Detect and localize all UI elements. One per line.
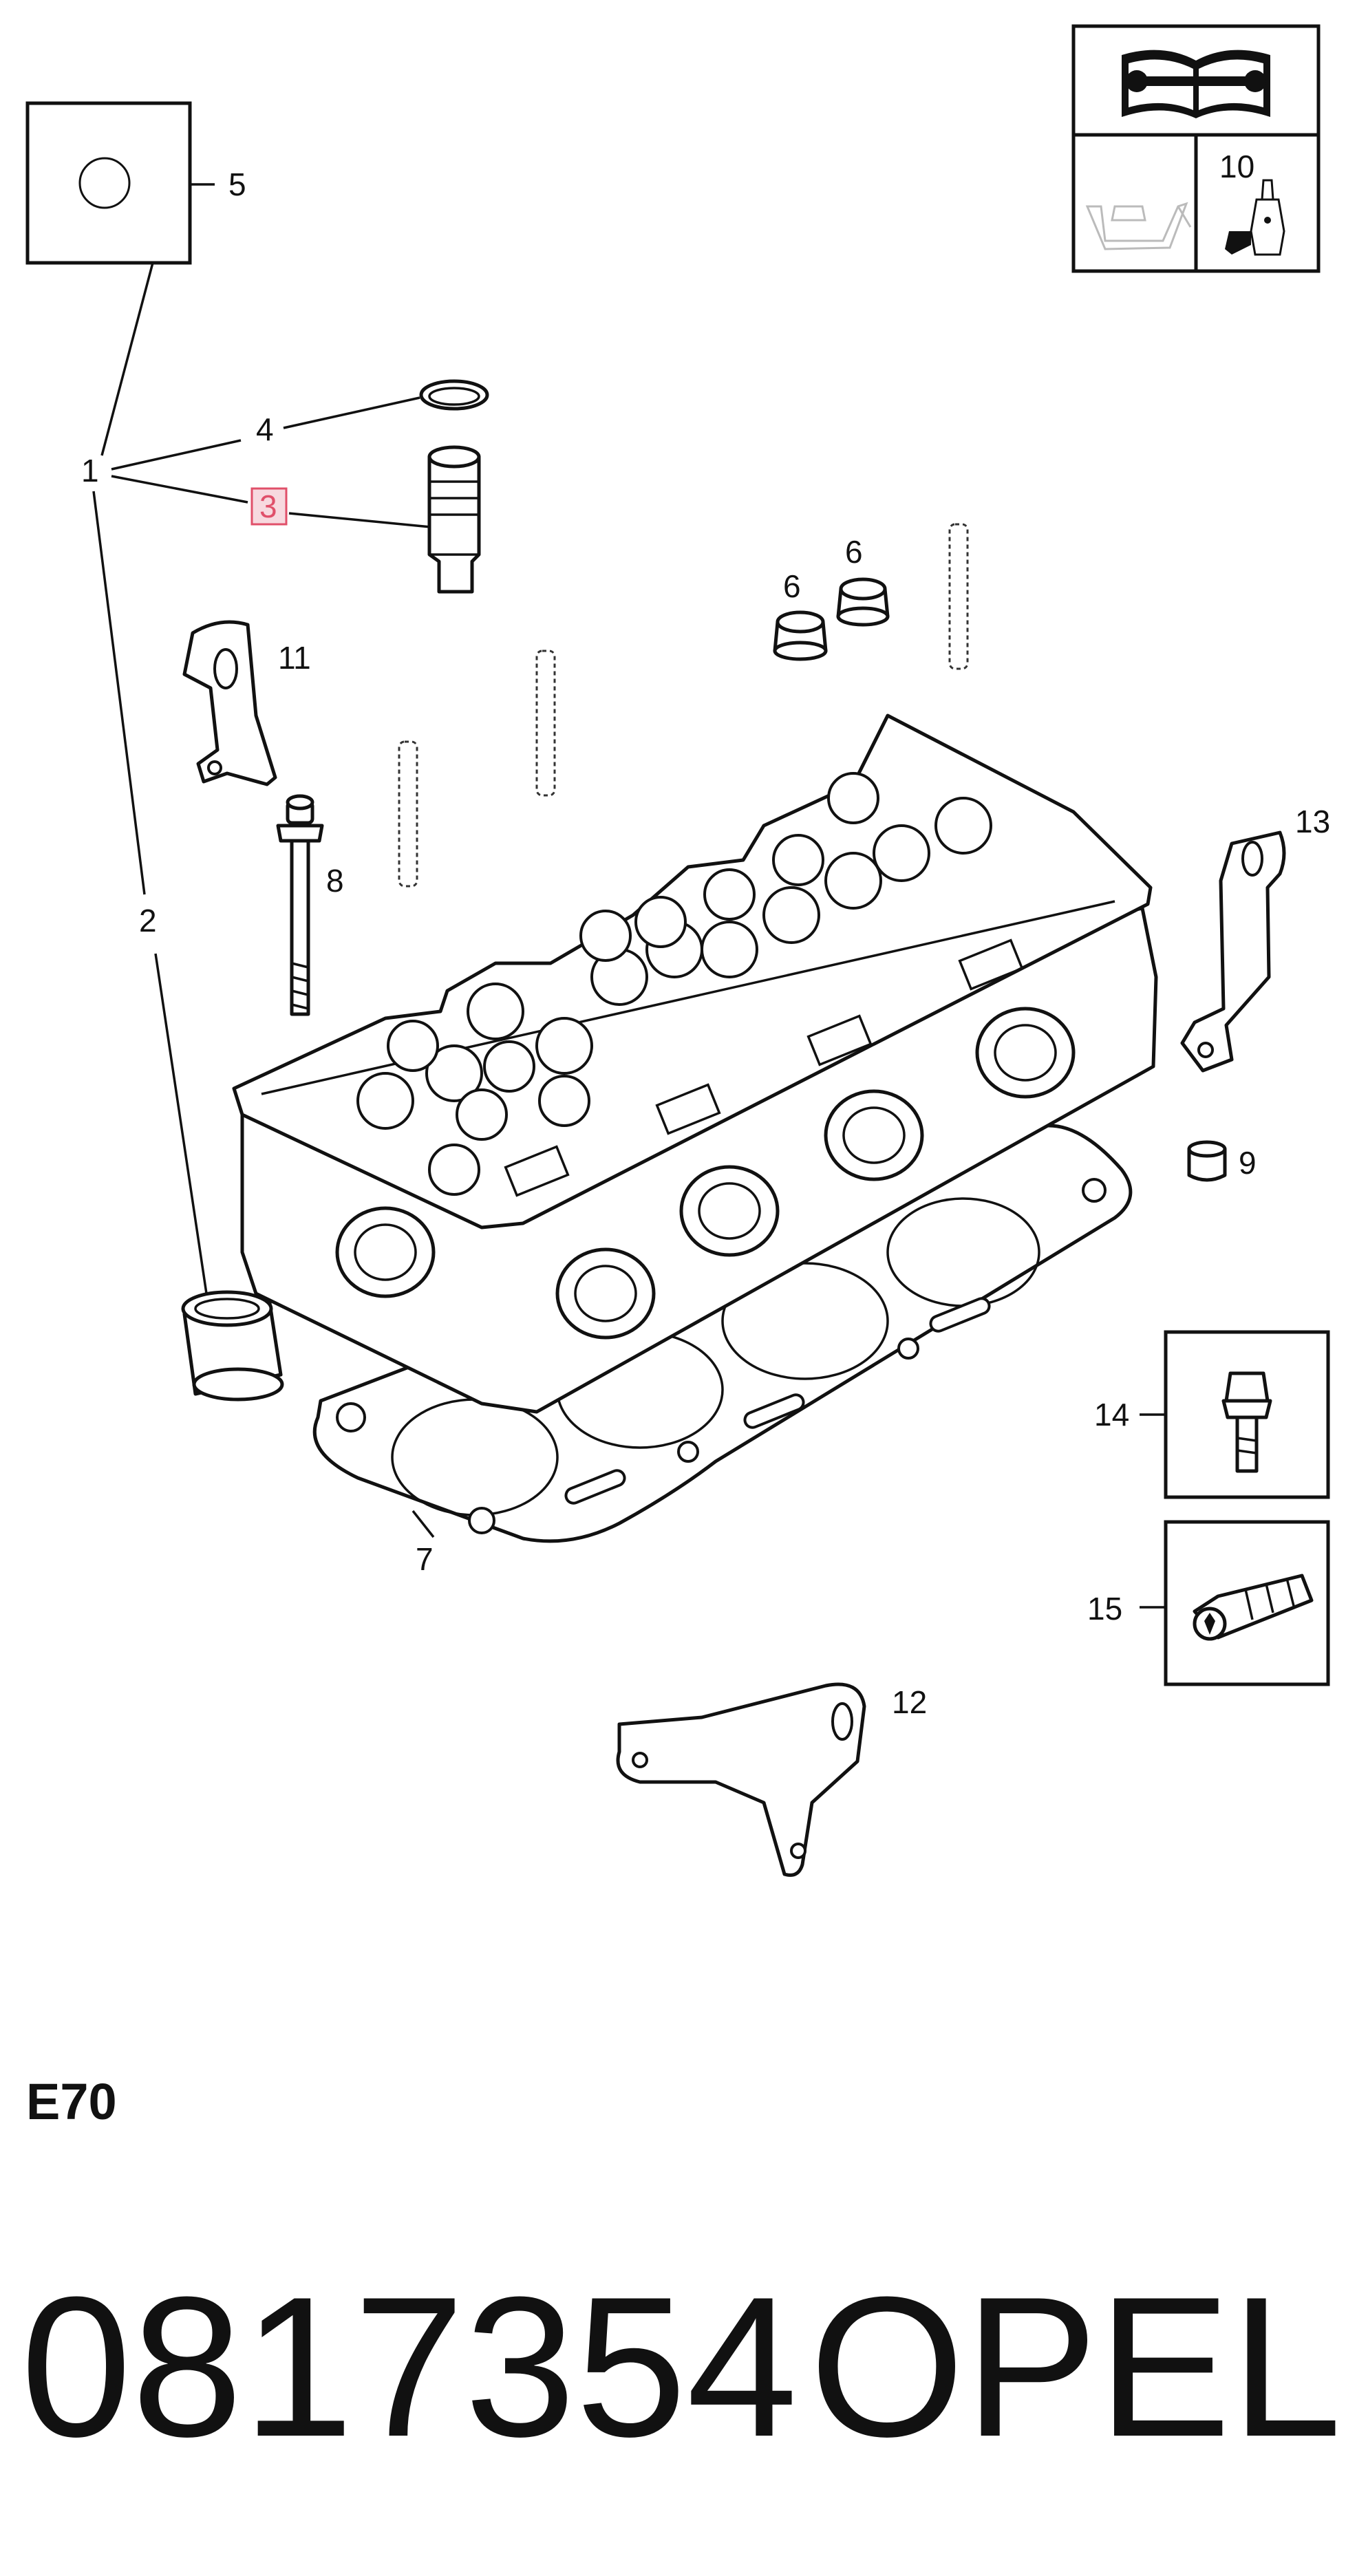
part-2-seal-ring xyxy=(181,1290,284,1402)
brand-name: OPEL xyxy=(809,2255,1342,2478)
repair-manual-icon xyxy=(1122,50,1270,118)
callout-1: 1 xyxy=(81,453,99,489)
legend-box: 10 xyxy=(1071,24,1321,273)
sealant-tube-icon xyxy=(1225,179,1285,256)
part-9-dowel: 9 xyxy=(1187,1140,1257,1182)
diagram-code: E70 xyxy=(26,2073,117,2130)
stud-center xyxy=(535,650,556,797)
callout-9: 9 xyxy=(1239,1145,1257,1181)
part-14-bolt-box: 14 xyxy=(1094,1330,1330,1499)
part-13-bracket: 13 xyxy=(1180,804,1330,1073)
callout-10: 10 xyxy=(1219,149,1254,184)
head-pockets xyxy=(504,938,1024,1197)
part-11-bracket: 11 xyxy=(182,620,311,786)
callout-8: 8 xyxy=(326,863,344,899)
part-8-head-bolt: 8 xyxy=(276,794,344,1016)
stud-rear-right xyxy=(948,523,969,670)
callout-15: 15 xyxy=(1087,1591,1122,1627)
cylinder-head xyxy=(232,713,1158,1414)
callout-14: 14 xyxy=(1094,1397,1129,1432)
callout-11: 11 xyxy=(278,640,311,676)
callout-13: 13 xyxy=(1295,804,1330,839)
part-7-head-gasket: 7 xyxy=(312,1124,1133,1577)
part-number: 0817354 xyxy=(21,2255,798,2478)
footer: 0817354 OPEL xyxy=(21,2264,1342,2470)
callout-3: 3 xyxy=(259,489,277,524)
part-15-screw-box: 15 xyxy=(1087,1520,1330,1686)
callout-4: 4 xyxy=(256,411,274,447)
callout-1-leaders: 1 4 3 2 xyxy=(81,262,431,1294)
part-12-bracket: 12 xyxy=(616,1682,927,1877)
ports xyxy=(335,1007,1076,1340)
part-3-injector-sleeve xyxy=(427,445,481,594)
callout-6-right: 6 xyxy=(845,534,863,570)
part-6-valve-seal-right xyxy=(836,577,890,627)
callout-7: 7 xyxy=(416,1541,434,1577)
callout-5: 5 xyxy=(228,167,246,202)
stud-front-left xyxy=(398,740,418,888)
part-5-detail-box: 5 xyxy=(25,101,246,265)
callout-3-highlight xyxy=(250,487,288,526)
part-6-valve-seal-left xyxy=(773,610,828,661)
cam-journals xyxy=(356,772,992,1196)
callout-12: 12 xyxy=(892,1684,927,1720)
callout-6-left: 6 xyxy=(783,568,801,604)
oil-can-icon xyxy=(1085,202,1192,250)
callout-2: 2 xyxy=(139,903,157,938)
part-4-o-ring xyxy=(419,379,489,411)
